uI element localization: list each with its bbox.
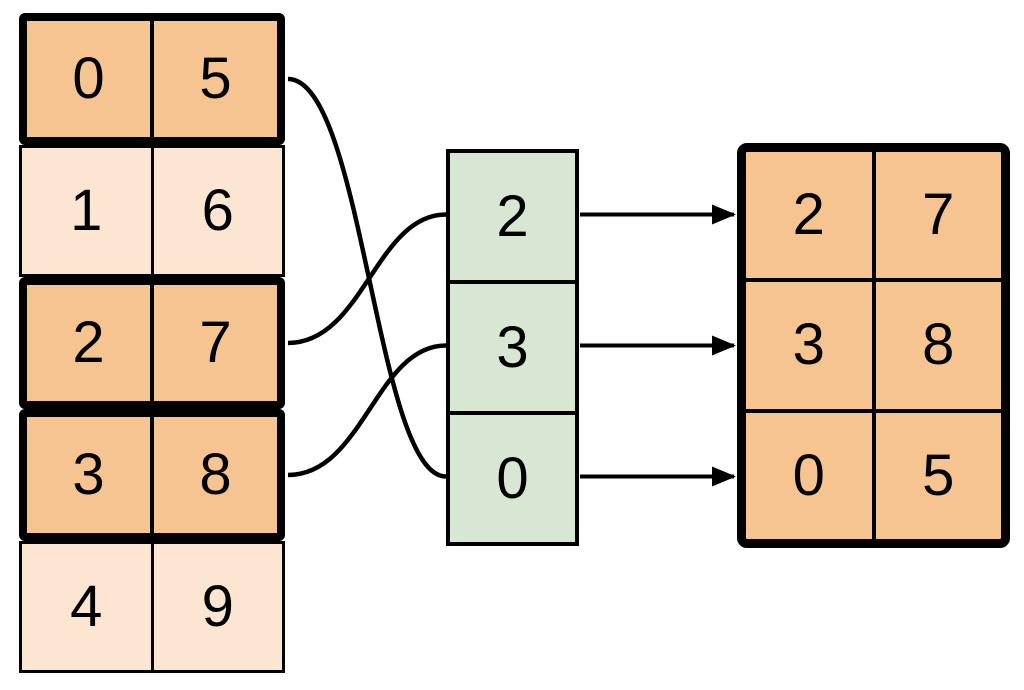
result-cell-r0c0: 2: [792, 182, 825, 248]
source-cell-r3c0: 3: [72, 442, 105, 507]
source-cell-r0c1: 5: [150, 21, 277, 137]
source-cell-r0c0: 0: [72, 46, 105, 111]
source-cell-r2c1: 7: [150, 285, 277, 401]
source-cell-r4c1: 9: [150, 544, 283, 670]
result-cell-r0c1: 7: [871, 152, 1002, 279]
source-cell-r1c1: 6: [150, 148, 283, 274]
source-cell-r4c0: 4: [70, 574, 103, 639]
source-cell-r3c1: 8: [150, 417, 277, 533]
index-cell-0: 2: [496, 184, 529, 249]
result-cell-r2c1: 5: [871, 412, 1002, 539]
source-cell-r2c0: 2: [72, 310, 105, 375]
index-cell-2: 0: [450, 411, 575, 542]
result-cell-r1c1: 8: [871, 282, 1002, 409]
index-cell-1: 3: [450, 280, 575, 411]
connection-curve-0: [287, 76, 447, 479]
source-cell-r1c0: 1: [70, 178, 103, 243]
connection-curve-1: [287, 212, 447, 346]
connection-curve-2: [287, 343, 447, 478]
result-cell-r1c0: 3: [792, 312, 825, 378]
result-cell-r2c0: 0: [792, 442, 825, 508]
